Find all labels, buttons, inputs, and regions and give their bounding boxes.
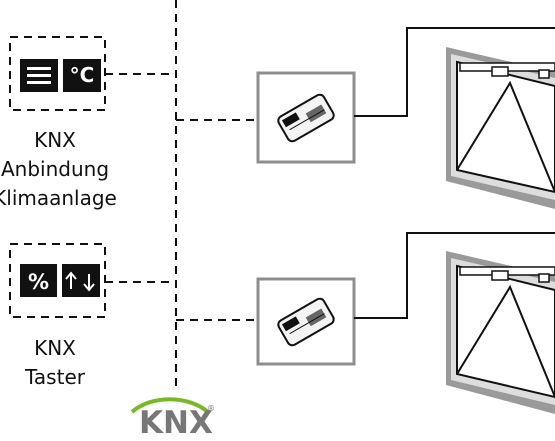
top-window-wire <box>354 27 555 117</box>
bottom-window <box>446 251 555 414</box>
button-label-line1: KNX <box>34 336 76 360</box>
button-device-frame <box>9 243 106 318</box>
bottom-actuator <box>256 277 356 366</box>
top-window-opening-lines <box>456 80 555 193</box>
climate-temperature-tile <box>63 59 101 92</box>
thermometer-icon: °C <box>70 63 95 87</box>
knx-logo-text: KNX <box>139 405 213 441</box>
bottom-window-wire <box>354 232 555 319</box>
button-device: % <box>9 243 106 318</box>
knx-logo: KNX ® <box>130 397 215 441</box>
bottom-window-sash <box>456 264 555 399</box>
top-window <box>446 47 555 209</box>
climate-device: °C <box>9 36 106 111</box>
bottom-window-drive-icon <box>459 266 555 283</box>
percent-icon: % <box>28 270 49 294</box>
top-actuator-frame <box>256 71 356 164</box>
top-actuator <box>256 71 356 164</box>
up-down-arrows-icon <box>65 271 95 292</box>
menu-icon <box>27 67 51 84</box>
button-percent-tile <box>20 264 57 297</box>
knx-logo-arc-icon <box>130 397 210 414</box>
bottom-window-opening-lines <box>456 284 555 398</box>
top-window-sash <box>456 60 555 194</box>
bottom-actuator-module-icon <box>277 297 335 347</box>
climate-label-line3: Klimaanlage <box>0 186 117 210</box>
top-window-drive-icon <box>459 62 555 79</box>
climate-label-line2: Anbindung <box>1 157 109 181</box>
knx-logo-registered-mark: ® <box>207 404 215 413</box>
top-actuator-module-icon <box>277 93 335 143</box>
button-arrows-tile <box>62 264 100 297</box>
button-label-line2: Taster <box>24 365 86 389</box>
climate-label-line1: KNX <box>34 128 76 152</box>
